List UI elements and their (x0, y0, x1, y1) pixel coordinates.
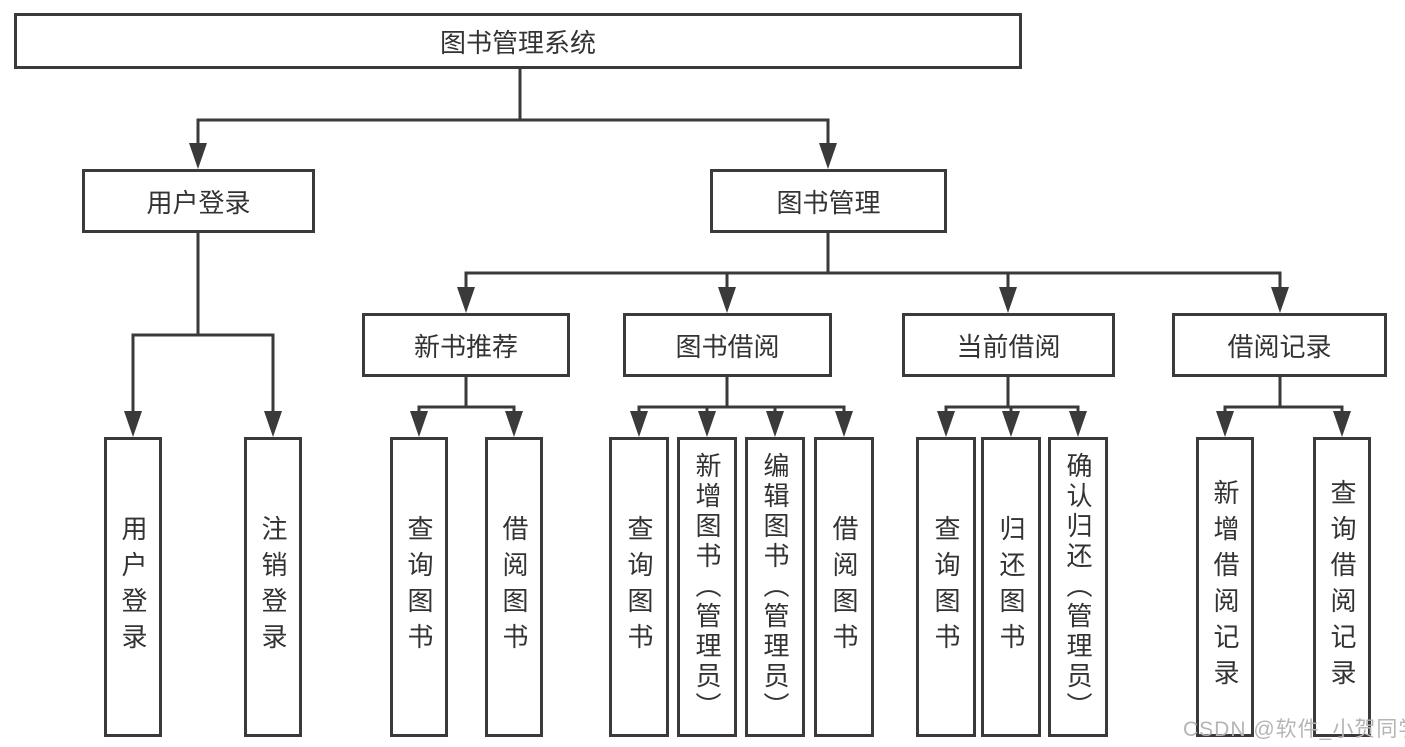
node-root-label: 图书管理系统 (439, 27, 596, 58)
node-leaf-rec-query-books: 查询图书 (390, 437, 448, 737)
node-leaf-rec-borrow-books-label: 借阅图书 (499, 515, 529, 659)
node-leaf-bb-add-books: 新增图书（管理员） (677, 437, 737, 737)
node-leaf-bb-borrow-books-label: 借阅图书 (829, 515, 859, 659)
node-leaf-br-add-record-label: 新增借阅记录 (1210, 479, 1240, 695)
node-leaf-cb-return-books-label: 归还图书 (996, 515, 1026, 659)
connector-borrow-record-split (1223, 375, 1344, 417)
node-book-borrow-label: 图书借阅 (675, 331, 780, 362)
node-leaf-br-query-record: 查询借阅记录 (1313, 437, 1371, 737)
node-leaf-rec-query-books-label: 查询图书 (404, 515, 434, 659)
node-leaf-bb-edit-books: 编辑图书（管理员） (745, 437, 805, 737)
node-leaf-cb-confirm-return-label: 确认归还（管理员） (1063, 452, 1093, 722)
node-leaf-br-query-record-label: 查询借阅记录 (1327, 479, 1357, 695)
node-leaf-bb-query-books: 查询图书 (609, 437, 669, 737)
node-new-book-rec: 新书推荐 (362, 313, 570, 377)
node-leaf-cb-query-books: 查询图书 (916, 437, 976, 737)
connector-new-book-rec-split (417, 375, 516, 417)
connector-book-borrow-split (637, 375, 846, 417)
node-borrow-record-label: 借阅记录 (1227, 331, 1332, 362)
csdn-watermark: CSDN @软件_小贺同学 (1183, 718, 1405, 741)
connector-root-split (196, 67, 830, 148)
node-book-mgmt-label: 图书管理 (776, 187, 881, 218)
node-leaf-bb-add-books-label: 新增图书（管理员） (692, 452, 722, 722)
node-root: 图书管理系统 (14, 13, 1022, 69)
node-leaf-cb-query-books-label: 查询图书 (931, 515, 961, 659)
node-leaf-cb-confirm-return: 确认归还（管理员） (1048, 437, 1108, 737)
connector-user-login-split (131, 231, 275, 416)
node-leaf-br-add-record: 新增借阅记录 (1196, 437, 1254, 737)
node-leaf-rec-borrow-books: 借阅图书 (485, 437, 543, 737)
node-user-login: 用户登录 (82, 169, 315, 233)
node-new-book-rec-label: 新书推荐 (413, 331, 518, 362)
node-leaf-user-login: 用户登录 (104, 437, 162, 737)
node-leaf-bb-edit-books-label: 编辑图书（管理员） (760, 452, 790, 722)
node-book-borrow: 图书借阅 (623, 313, 832, 377)
connector-current-borrow-split (944, 375, 1080, 417)
node-current-borrow-label: 当前借阅 (956, 331, 1061, 362)
node-leaf-bb-query-books-label: 查询图书 (624, 515, 654, 659)
node-leaf-user-login-label: 用户登录 (118, 515, 148, 659)
node-leaf-cb-return-books: 归还图书 (981, 437, 1041, 737)
node-current-borrow: 当前借阅 (902, 313, 1115, 377)
node-leaf-logout-label: 注销登录 (258, 515, 288, 659)
node-book-mgmt: 图书管理 (710, 169, 947, 233)
node-leaf-logout: 注销登录 (244, 437, 302, 737)
node-borrow-record: 借阅记录 (1172, 313, 1387, 377)
node-user-login-label: 用户登录 (146, 187, 251, 218)
node-leaf-bb-borrow-books: 借阅图书 (814, 437, 874, 737)
connector-book-mgmt-split (464, 231, 1282, 292)
